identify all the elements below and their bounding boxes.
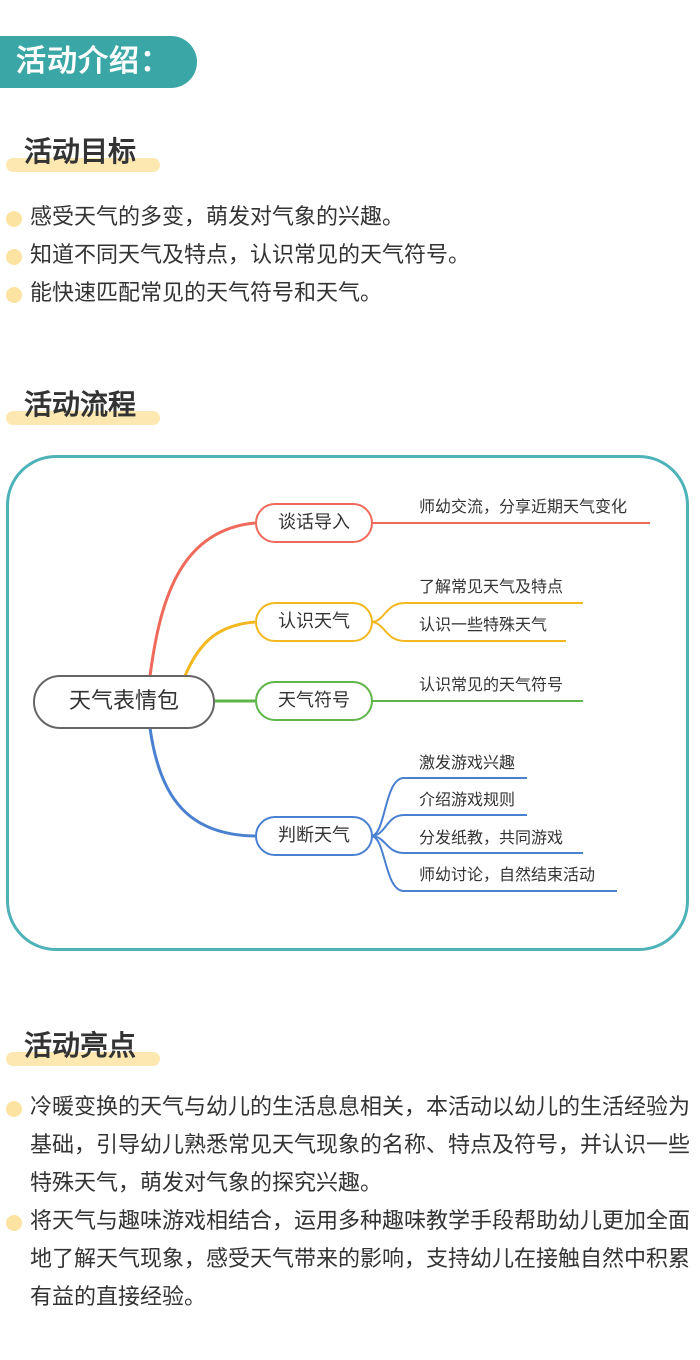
goal-item-text: 能快速匹配常见的天气符号和天气。 (30, 281, 383, 306)
highlights-list: 冷暖变换的天气与幼儿的生活息息相关，本活动以幼儿的生活经验为基础，引导幼儿熟悉常… (0, 1089, 700, 1317)
mindmap-leaf: 认识常见的天气符号 (419, 675, 564, 694)
highlights-heading-text: 活动亮点 (24, 1029, 137, 1062)
bullet-dot-icon (6, 287, 22, 303)
goal-item-text: 知道不同天气及特点，认识常见的天气符号。 (30, 243, 471, 268)
mindmap-card (6, 455, 689, 951)
mindmap-leaf: 认识一些特殊天气 (419, 615, 548, 634)
goal-item-text: 感受天气的多变，萌发对气象的兴趣。 (30, 205, 405, 230)
bullet-dot-icon (6, 1101, 22, 1117)
mindmap-leaf: 了解常见天气及特点 (419, 577, 564, 596)
banner-title: 活动介绍： (16, 44, 171, 79)
section-banner: 活动介绍： (0, 36, 197, 88)
heading-highlight (6, 411, 160, 425)
bullet-dot-icon (6, 249, 22, 265)
mindmap-leaf: 师幼讨论，自然结束活动 (419, 865, 596, 884)
mindmap-branch-recognize: 认识天气 (255, 602, 373, 642)
bullet-dot-icon (6, 1215, 22, 1231)
mindmap-branch-talk: 谈话导入 (255, 503, 373, 543)
bullet-dot-icon (6, 211, 22, 227)
goals-list: 感受天气的多变，萌发对气象的兴趣。 知道不同天气及特点，认识常见的天气符号。 能… (0, 199, 700, 313)
highlight-item: 将天气与趣味游戏相结合，运用多种趣味教学手段帮助幼儿更加全面地了解天气现象，感受… (0, 1203, 690, 1317)
mindmap-branch-judge: 判断天气 (255, 816, 373, 856)
mindmap-leaf: 师幼交流，分享近期天气变化 (419, 497, 628, 516)
process-heading-text: 活动流程 (24, 388, 137, 421)
heading-highlight (6, 1052, 160, 1066)
mindmap-leaf: 介绍游戏规则 (419, 790, 516, 809)
goal-item: 知道不同天气及特点，认识常见的天气符号。 (0, 237, 700, 275)
mindmap-branch-symbol: 天气符号 (255, 681, 373, 721)
goal-item: 感受天气的多变，萌发对气象的兴趣。 (0, 199, 700, 237)
goals-heading-text: 活动目标 (24, 135, 137, 168)
heading-highlight (6, 158, 160, 172)
goal-item: 能快速匹配常见的天气符号和天气。 (0, 275, 700, 313)
highlight-item: 冷暖变换的天气与幼儿的生活息息相关，本活动以幼儿的生活经验为基础，引导幼儿熟悉常… (0, 1089, 690, 1203)
mindmap-root-node: 天气表情包 (33, 675, 215, 729)
highlight-item-text: 冷暖变换的天气与幼儿的生活息息相关，本活动以幼儿的生活经验为基础，引导幼儿熟悉常… (30, 1095, 691, 1196)
mindmap-leaf: 分发纸教，共同游戏 (419, 828, 564, 847)
highlight-item-text: 将天气与趣味游戏相结合，运用多种趣味教学手段帮助幼儿更加全面地了解天气现象，感受… (30, 1209, 691, 1310)
mindmap-leaf: 激发游戏兴趣 (419, 753, 516, 772)
